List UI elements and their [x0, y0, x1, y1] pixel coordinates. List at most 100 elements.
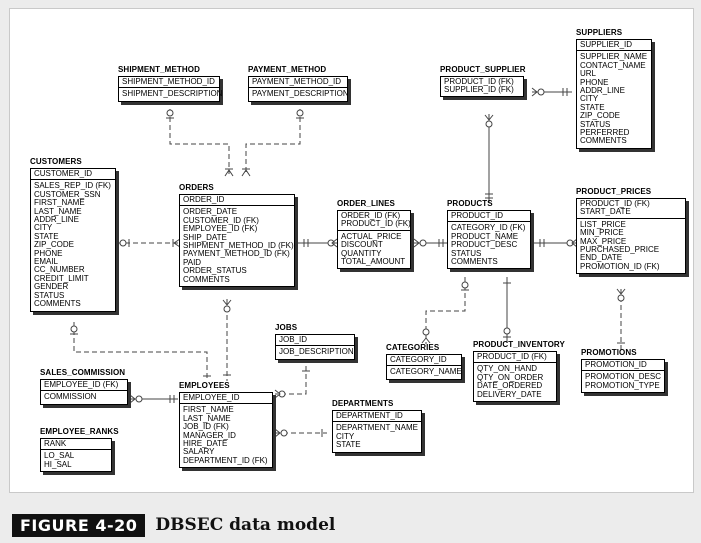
rel-orderlines-products — [413, 238, 447, 248]
attribute: COMMISSION — [44, 392, 97, 402]
key-attribute: SUPPLIER_ID — [580, 40, 633, 49]
key-attribute: PAYMENT_METHOD_ID — [252, 77, 342, 86]
attribute: MIN_PRICE — [580, 228, 624, 238]
rel-productsupplier-suppliers — [531, 87, 572, 97]
attribute: URL — [580, 69, 597, 79]
primary-key-section: PRODUCT_ID (FK)START_DATE — [577, 199, 685, 219]
primary-key-section: SHIPMENT_METHOD_ID — [119, 77, 219, 89]
entity-title: PAYMENT_METHOD — [248, 65, 327, 74]
entity-box: EMPLOYEE_ID (FK)COMMISSION — [40, 379, 128, 405]
entity-box: ORDER_ID (FK)PRODUCT_ID (FK)ACTUAL_PRICE… — [337, 210, 411, 270]
attribute: CREDIT_LIMIT — [34, 273, 89, 283]
attribute: ACTUAL_PRICE — [341, 231, 402, 241]
primary-key-section: PAYMENT_METHOD_ID — [249, 77, 347, 89]
primary-key-section: CUSTOMER_ID — [31, 169, 115, 181]
rel-customers-orders — [117, 238, 181, 248]
entity-payment-method: PAYMENT_METHOD PAYMENT_METHOD_ID PAYMENT_… — [248, 65, 349, 102]
attribute: QUANTITY — [341, 248, 382, 258]
rel-shipment-orders — [166, 109, 234, 177]
attribute: DATE_ORDERED — [477, 381, 543, 391]
entity-title: SHIPMENT_METHOD — [118, 65, 200, 74]
entity-title: PRODUCT_INVENTORY — [473, 340, 565, 349]
entity-title: PRODUCT_SUPPLIER — [440, 65, 526, 74]
attribute: HI_SAL — [44, 459, 72, 469]
figure-title: DBSEC data model — [155, 515, 336, 535]
figure-number-badge: FIGURE 4-20 — [12, 513, 146, 537]
attribute: PAYMENT_DESCRIPTION — [252, 89, 349, 99]
attribute: STATUS — [451, 248, 482, 258]
attribute: COMMENTS — [451, 257, 498, 267]
attribute: DISCOUNT — [341, 240, 383, 250]
attribute: FIRST_NAME — [183, 405, 234, 415]
rel-orders-employees — [222, 299, 232, 381]
attribute: CATEGORY_NAME — [390, 367, 462, 377]
rel-products-inventory — [503, 277, 511, 343]
primary-key-section: RANK — [41, 439, 111, 451]
entity-title: DEPARTMENTS — [332, 399, 394, 408]
attribute-section: COMMISSION — [41, 391, 127, 403]
attribute: COMMENTS — [183, 274, 230, 284]
attribute: STATE — [580, 102, 605, 112]
attribute: SUPPLIER_NAME — [580, 52, 648, 62]
attribute: PAYMENT_METHOD_ID (FK) — [183, 249, 290, 259]
attribute: STATUS — [34, 290, 65, 300]
entity-title: PROMOTIONS — [581, 348, 637, 357]
entity-title: SALES_COMMISSION — [40, 368, 126, 377]
rel-jobs-employees — [274, 366, 310, 399]
key-attribute: CATEGORY_ID — [390, 355, 447, 364]
attribute: PRODUCT_NAME — [451, 231, 519, 241]
attribute: PHONE — [580, 77, 609, 87]
attribute: ORDER_STATUS — [183, 266, 247, 276]
entity-box: CATEGORY_ID CATEGORY_NAME — [386, 354, 462, 380]
attribute: LIST_PRICE — [580, 219, 626, 229]
attribute: STATE — [336, 440, 361, 450]
attribute: FIRST_NAME — [34, 198, 85, 208]
entity-title: CUSTOMERS — [30, 157, 82, 166]
relationship-lines — [70, 87, 626, 438]
primary-key-section: PRODUCT_ID — [448, 211, 530, 223]
attribute-section: PAYMENT_DESCRIPTION — [249, 88, 349, 100]
rel-employees-departments — [274, 428, 327, 438]
attribute: CITY — [336, 431, 355, 441]
attribute: COMMENTS — [580, 136, 627, 146]
attribute: TOTAL_AMOUNT — [341, 257, 406, 267]
key-attribute: ORDER_ID — [183, 195, 225, 204]
rel-products-categories — [421, 277, 469, 344]
attribute: ZIP_CODE — [34, 240, 75, 250]
attribute: ADDR_LINE — [580, 86, 625, 96]
primary-key-section: PROMOTION_ID — [582, 360, 664, 372]
entity-categories: CATEGORIES CATEGORY_ID CATEGORY_NAME — [386, 343, 462, 380]
attribute: PERFERRED — [580, 128, 630, 138]
attribute: CUSTOMER_ID (FK) — [183, 215, 259, 225]
rel-promotions-prices — [616, 288, 626, 352]
entity-title: PRODUCT_PRICES — [576, 187, 652, 196]
attribute: JOB_DESCRIPTION — [279, 347, 354, 357]
key-attribute: PRODUCT_ID (FK) — [477, 352, 547, 361]
rel-customers-employees — [70, 322, 211, 381]
attribute: SALARY — [183, 447, 215, 457]
primary-key-section: JOB_ID — [276, 335, 354, 347]
attribute: CONTACT_NAME — [580, 60, 646, 70]
entity-title: CATEGORIES — [386, 343, 440, 352]
entity-title: EMPLOYEE_RANKS — [40, 427, 119, 436]
attribute: PROMOTION_ID (FK) — [580, 261, 660, 271]
